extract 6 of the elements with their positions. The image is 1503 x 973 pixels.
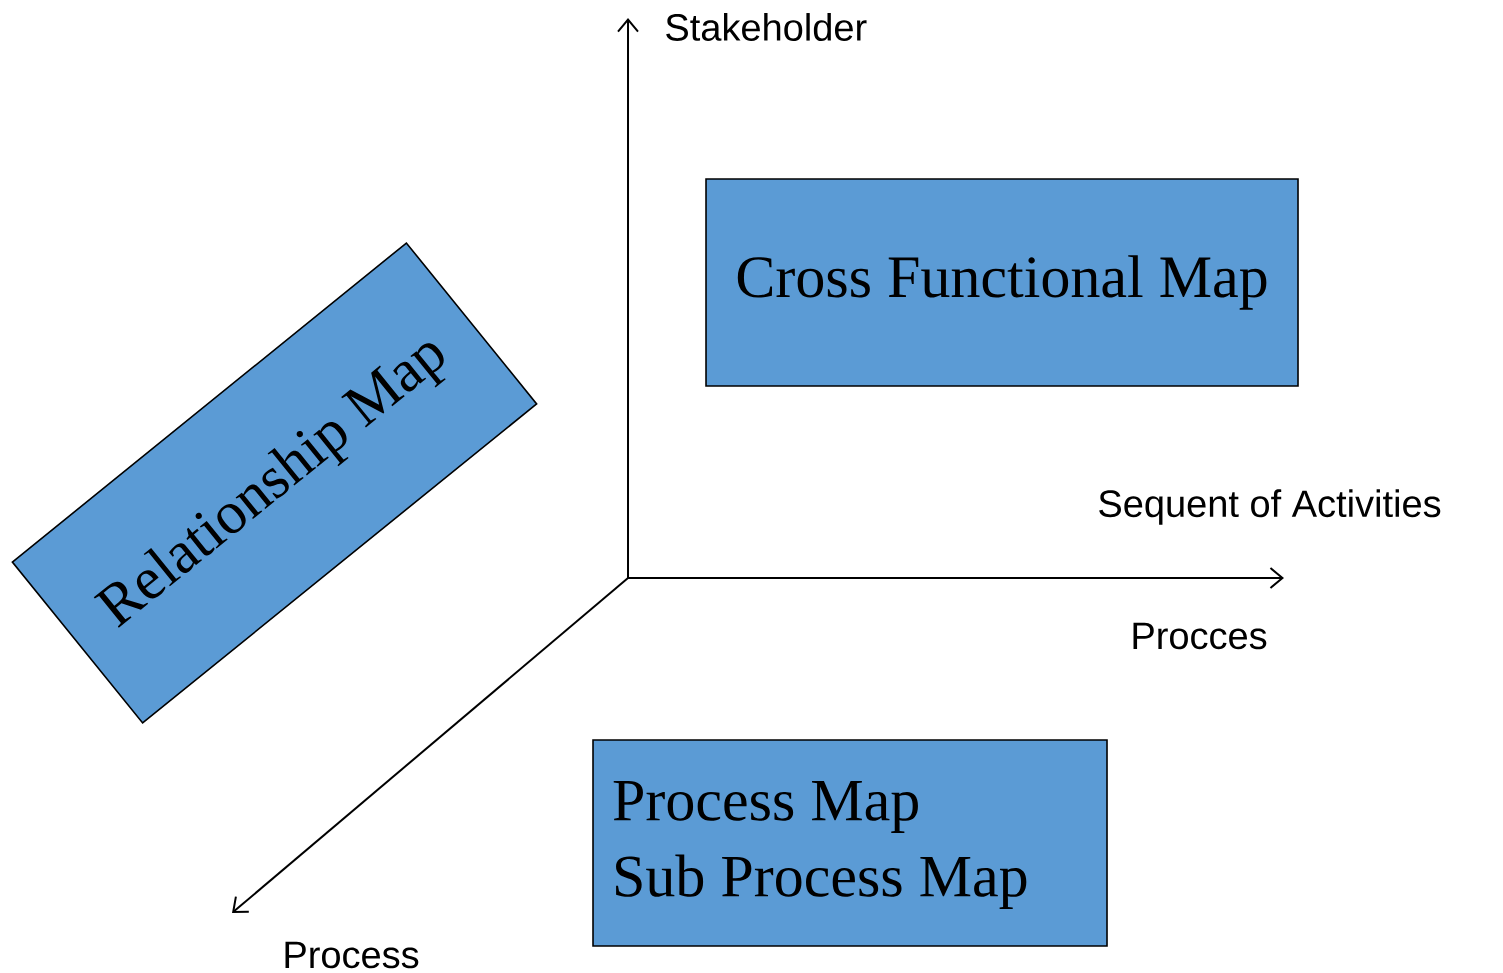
map-box: Cross Functional Map xyxy=(705,178,1299,387)
axis-label: Process xyxy=(285,941,419,969)
axis-label: Stakeholder xyxy=(666,13,867,41)
axis-label: Sequent of Activities xyxy=(1099,489,1441,525)
axis-label: Procces xyxy=(1133,622,1267,650)
map-box: Process Map Sub Process Map xyxy=(592,739,1108,947)
